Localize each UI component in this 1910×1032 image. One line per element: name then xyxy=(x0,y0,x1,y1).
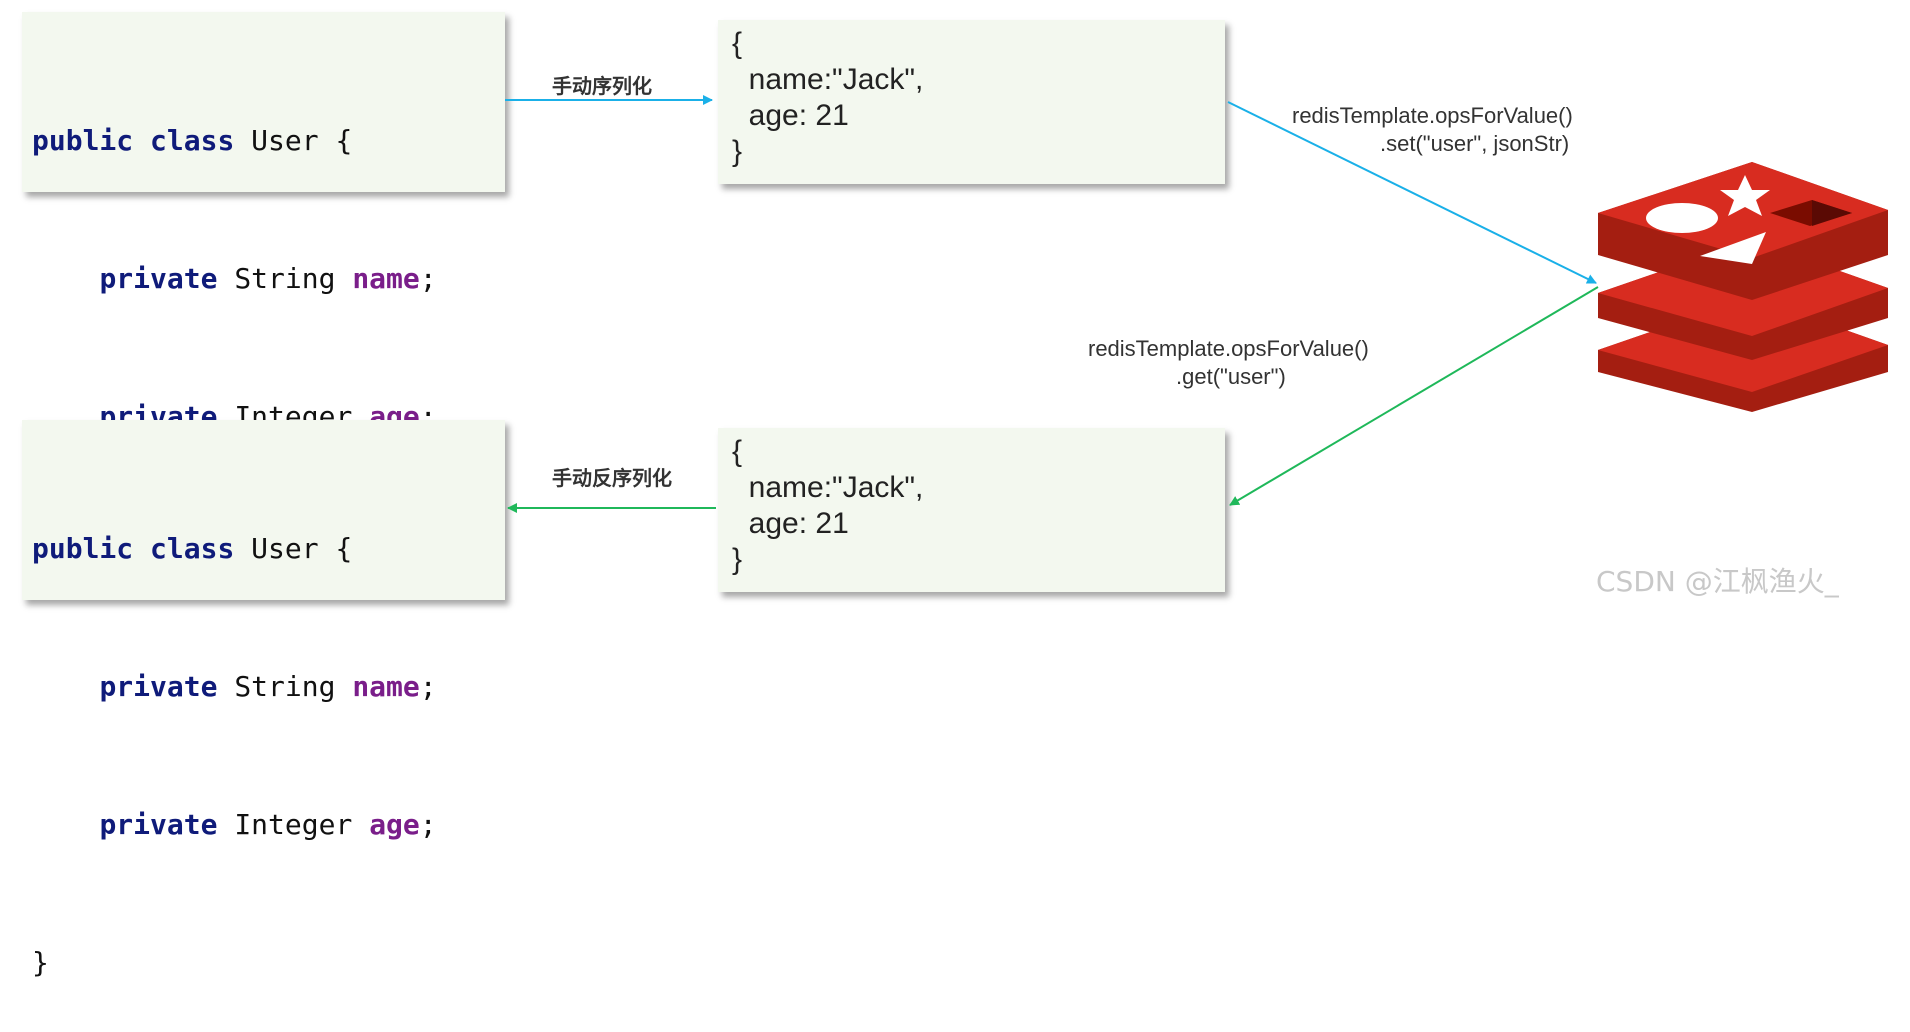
json-open-brace: { xyxy=(732,27,743,60)
redis-set-call: redisTemplate.opsForValue() .set("user",… xyxy=(1292,102,1573,158)
user-class-box-top: public class User { private String name;… xyxy=(22,12,505,571)
redis-get-arrow xyxy=(1229,286,1599,506)
redis-logo-icon xyxy=(1598,162,1888,412)
json-name-line: name:"Jack", xyxy=(748,63,924,96)
json-age-line: age: 21 xyxy=(748,507,849,540)
json-box-bottom: { name:"Jack", age: 21 } xyxy=(718,428,1225,592)
json-name-line: name:"Jack", xyxy=(748,471,924,504)
code-line: private String name; xyxy=(99,262,437,295)
serialize-label: 手动序列化 xyxy=(552,74,652,98)
json-open-brace: { xyxy=(732,435,743,468)
code-line: private Integer age; xyxy=(99,808,437,841)
code-line: private String name; xyxy=(99,670,437,703)
redis-get-call-line1: redisTemplate.opsForValue() xyxy=(1088,336,1369,361)
redis-get-call: redisTemplate.opsForValue() .get("user") xyxy=(1088,335,1369,391)
json-close-brace: } xyxy=(732,135,743,168)
code-line: public class User { xyxy=(32,124,353,157)
json-close-brace: } xyxy=(732,543,743,576)
deserialize-label: 手动反序列化 xyxy=(552,466,672,490)
redis-get-call-line2: .get("user") xyxy=(1176,364,1286,389)
diagram-connectors xyxy=(505,95,1888,513)
redis-set-arrow xyxy=(1227,101,1597,284)
redis-set-call-line2: .set("user", jsonStr) xyxy=(1380,131,1570,156)
json-age-line: age: 21 xyxy=(748,99,849,132)
code-line: } xyxy=(32,946,49,979)
redis-set-call-line1: redisTemplate.opsForValue() xyxy=(1292,103,1573,128)
json-box-top: { name:"Jack", age: 21 } xyxy=(718,20,1225,184)
code-line: public class User { xyxy=(32,532,353,565)
watermark: CSDN @江枫渔火_ xyxy=(1596,565,1839,598)
